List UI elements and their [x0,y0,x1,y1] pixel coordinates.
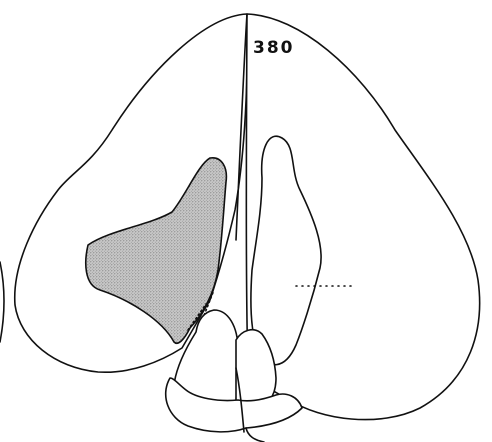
left-edge-adjacent-outline [0,262,4,342]
lower-base-outline [246,428,264,442]
specimen-number-label: 380 [253,38,295,58]
